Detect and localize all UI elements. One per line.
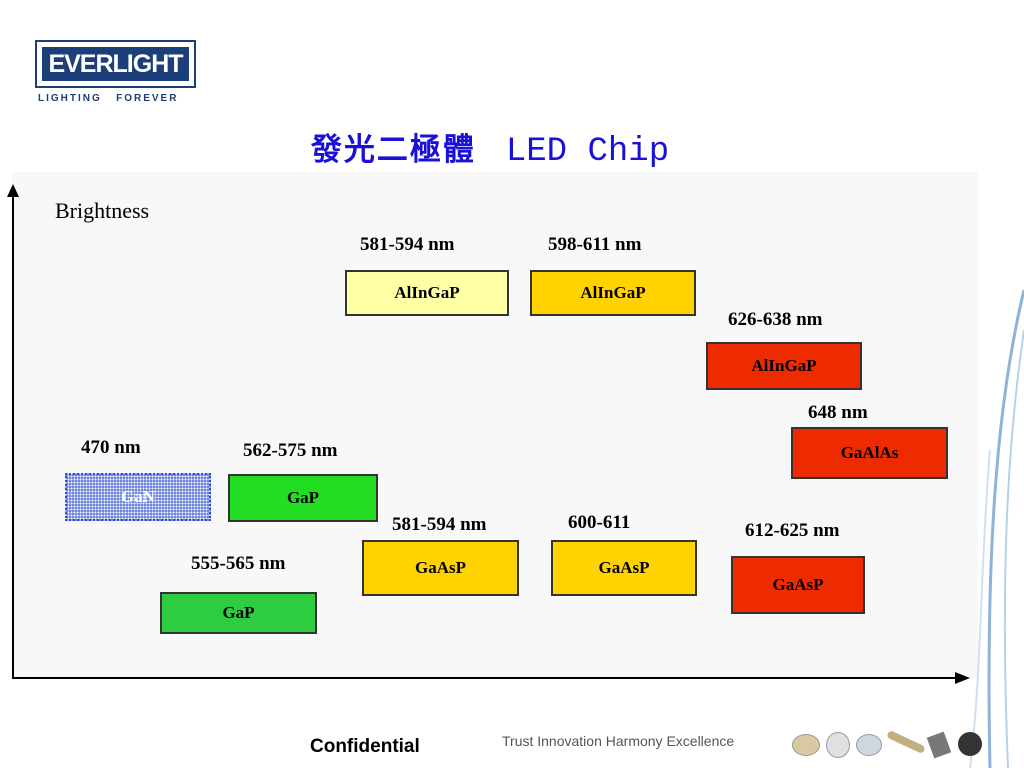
led-part-icon xyxy=(958,732,982,756)
chip-box: AlInGaP xyxy=(345,270,509,316)
chip-box: GaAsP xyxy=(731,556,865,614)
chip-box: AlInGaP xyxy=(706,342,862,390)
chip-wavelength: 470 nm xyxy=(81,437,141,458)
led-part-icon xyxy=(826,732,850,758)
slide-title: 發光二極體 LED Chip xyxy=(0,124,980,171)
chip-wavelength: 562-575 nm xyxy=(243,440,338,461)
title-english: LED Chip xyxy=(505,133,670,171)
x-axis-arrow-icon xyxy=(955,672,970,684)
chip-wavelength: 555-565 nm xyxy=(191,553,286,574)
company-logo: EVERLIGHT xyxy=(35,40,196,88)
logo-text: EVERLIGHT xyxy=(42,47,189,81)
confidential-label: Confidential xyxy=(310,736,420,757)
chip-wavelength: 612-625 nm xyxy=(745,520,840,541)
led-part-icon xyxy=(926,731,952,759)
chip-box: GaP xyxy=(228,474,378,522)
led-products-image xyxy=(790,728,990,762)
y-axis-line xyxy=(12,196,14,678)
decorative-swoosh-icon xyxy=(969,289,1024,768)
chip-wavelength: 581-594 nm xyxy=(392,514,487,535)
chip-box: GaAsP xyxy=(362,540,519,596)
chip-wavelength: 600-611 xyxy=(568,512,631,533)
chip-box: GaAlAs xyxy=(791,427,948,479)
y-axis-label: Brightness xyxy=(55,198,150,223)
chip-wavelength: 581-594 nm xyxy=(360,234,455,255)
chip-box: GaN xyxy=(65,473,211,521)
chip-box: GaP xyxy=(160,592,317,634)
company-slogan: Trust Innovation Harmony Excellence xyxy=(502,733,735,749)
x-axis-line xyxy=(12,677,962,679)
led-part-icon xyxy=(856,734,882,756)
chip-wavelength: 598-611 nm xyxy=(548,234,642,255)
chip-box: AlInGaP xyxy=(530,270,696,316)
title-chinese: 發光二極體 xyxy=(310,132,476,168)
chip-box: GaAsP xyxy=(551,540,697,596)
chip-wavelength: 626-638 nm xyxy=(728,309,823,330)
led-part-icon xyxy=(792,734,820,756)
chip-wavelength: 648 nm xyxy=(808,402,868,423)
led-part-icon xyxy=(886,729,926,755)
y-axis-arrow-icon xyxy=(7,184,19,197)
logo-tagline: LIGHTING FOREVER xyxy=(38,93,179,104)
